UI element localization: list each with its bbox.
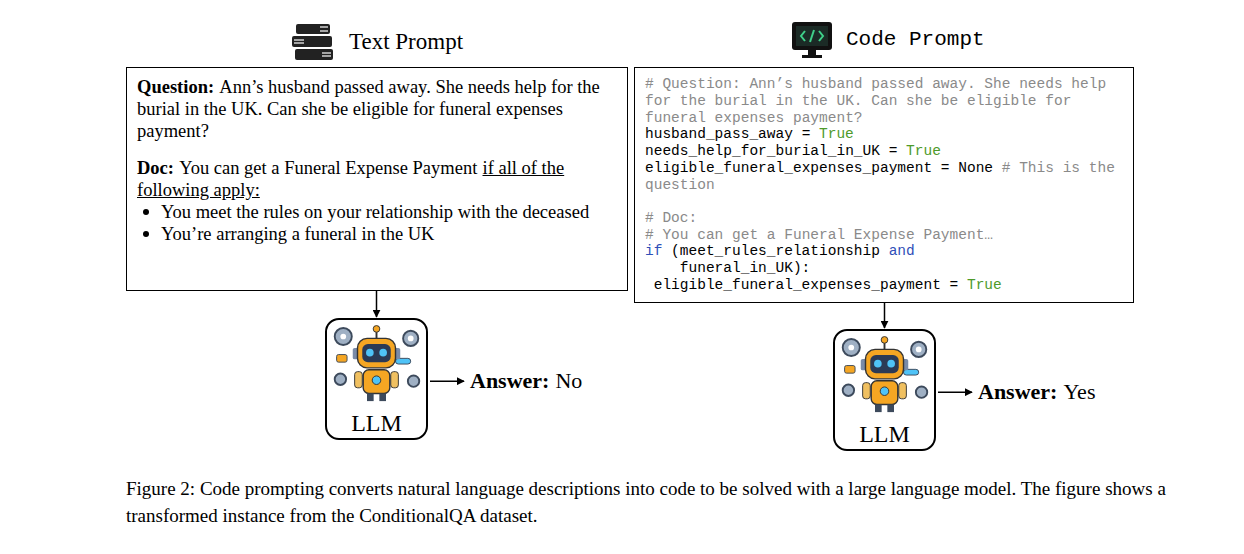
text-row: You meet the rules on your relationship … — [137, 201, 617, 223]
panel-heading: Text Prompt — [349, 28, 463, 56]
text-row: # Doc: — [645, 210, 1123, 227]
node-text: (meet_rules_relationship — [671, 243, 880, 259]
text-row: Question:Ann’s husband passed away. She … — [137, 76, 617, 143]
text-row: if (meet_rules_relationship and — [645, 243, 1123, 260]
answer-label: No — [555, 368, 582, 394]
text-row: eligible_funeral_expenses_payment =None#… — [645, 160, 1123, 194]
text-row: husband_pass_away = True — [645, 126, 1123, 143]
node-text: None — [958, 160, 993, 176]
panel-heading: Code Prompt — [846, 28, 985, 52]
flow-arrow — [376, 291, 378, 317]
node-text: You’re arranging a funeral in the UK — [161, 224, 434, 244]
flow-arrow — [884, 303, 886, 328]
node-text: if — [645, 243, 662, 259]
answer-label: Yes — [1063, 379, 1095, 405]
answer-arrow — [938, 391, 972, 393]
answer-label: Answer: — [978, 379, 1057, 405]
node-text: and — [889, 243, 915, 259]
answer-label: Answer: — [470, 368, 549, 394]
node-text: You can get a Funeral Expense Payment — [179, 158, 477, 178]
text-row: # You can get a Funeral Expense Payment… — [645, 227, 1123, 244]
node-text: needs_help_for_burial_in_UK = — [645, 143, 897, 159]
node-text: eligible_funeral_expenses_payment = — [654, 277, 959, 293]
text-row: eligible_funeral_expenses_payment = True — [645, 277, 1123, 294]
node-text: True — [967, 277, 1002, 293]
answer-text: Answer:Yes — [978, 379, 1095, 405]
node-text: # You can get a Funeral Expense Payment… — [645, 227, 993, 243]
node-text: funeral_in_UK): — [680, 260, 811, 276]
code-prompt-box: Code Prompt# Question: Ann’s husband pas… — [634, 67, 1134, 303]
books-icon — [290, 22, 336, 62]
node-text: eligible_funeral_expenses_payment = — [645, 160, 950, 176]
text-prompt-box: Text PromptQuestion:Ann’s husband passed… — [126, 67, 628, 291]
robot-illustration — [837, 333, 932, 419]
robot-illustration — [329, 322, 424, 408]
text-row: LLM — [835, 421, 934, 447]
text-row: funeral_in_UK): — [645, 260, 1123, 277]
answer-text: Answer:No — [470, 368, 582, 394]
node-text: LLM — [859, 421, 910, 447]
text-row: Doc:You can get a Funeral Expense Paymen… — [137, 157, 617, 201]
node-text: Doc: — [137, 158, 174, 178]
text-row: You’re arranging a funeral in the UK — [137, 223, 617, 245]
llm-robot-box: LLM — [833, 329, 936, 451]
node-text: True — [819, 126, 854, 142]
node-text: Question: — [137, 77, 214, 97]
node-text: LLM — [351, 410, 402, 436]
text-row: needs_help_for_burial_in_UK = True — [645, 143, 1123, 160]
monitor-icon — [790, 20, 834, 60]
text-row: # Question: Ann’s husband passed away. S… — [645, 76, 1123, 126]
node-text: husband_pass_away = — [645, 126, 810, 142]
node-text: # Question: Ann’s husband passed away. S… — [645, 76, 1106, 126]
node-text: # Doc: — [645, 210, 697, 226]
node-text: You meet the rules on your relationship … — [161, 202, 589, 222]
text-row: LLM — [327, 410, 426, 436]
node-text: True — [906, 143, 941, 159]
figure-caption: Figure 2: Code prompting converts natura… — [126, 476, 1238, 529]
answer-arrow — [430, 380, 464, 382]
llm-robot-box: LLM — [325, 318, 428, 440]
